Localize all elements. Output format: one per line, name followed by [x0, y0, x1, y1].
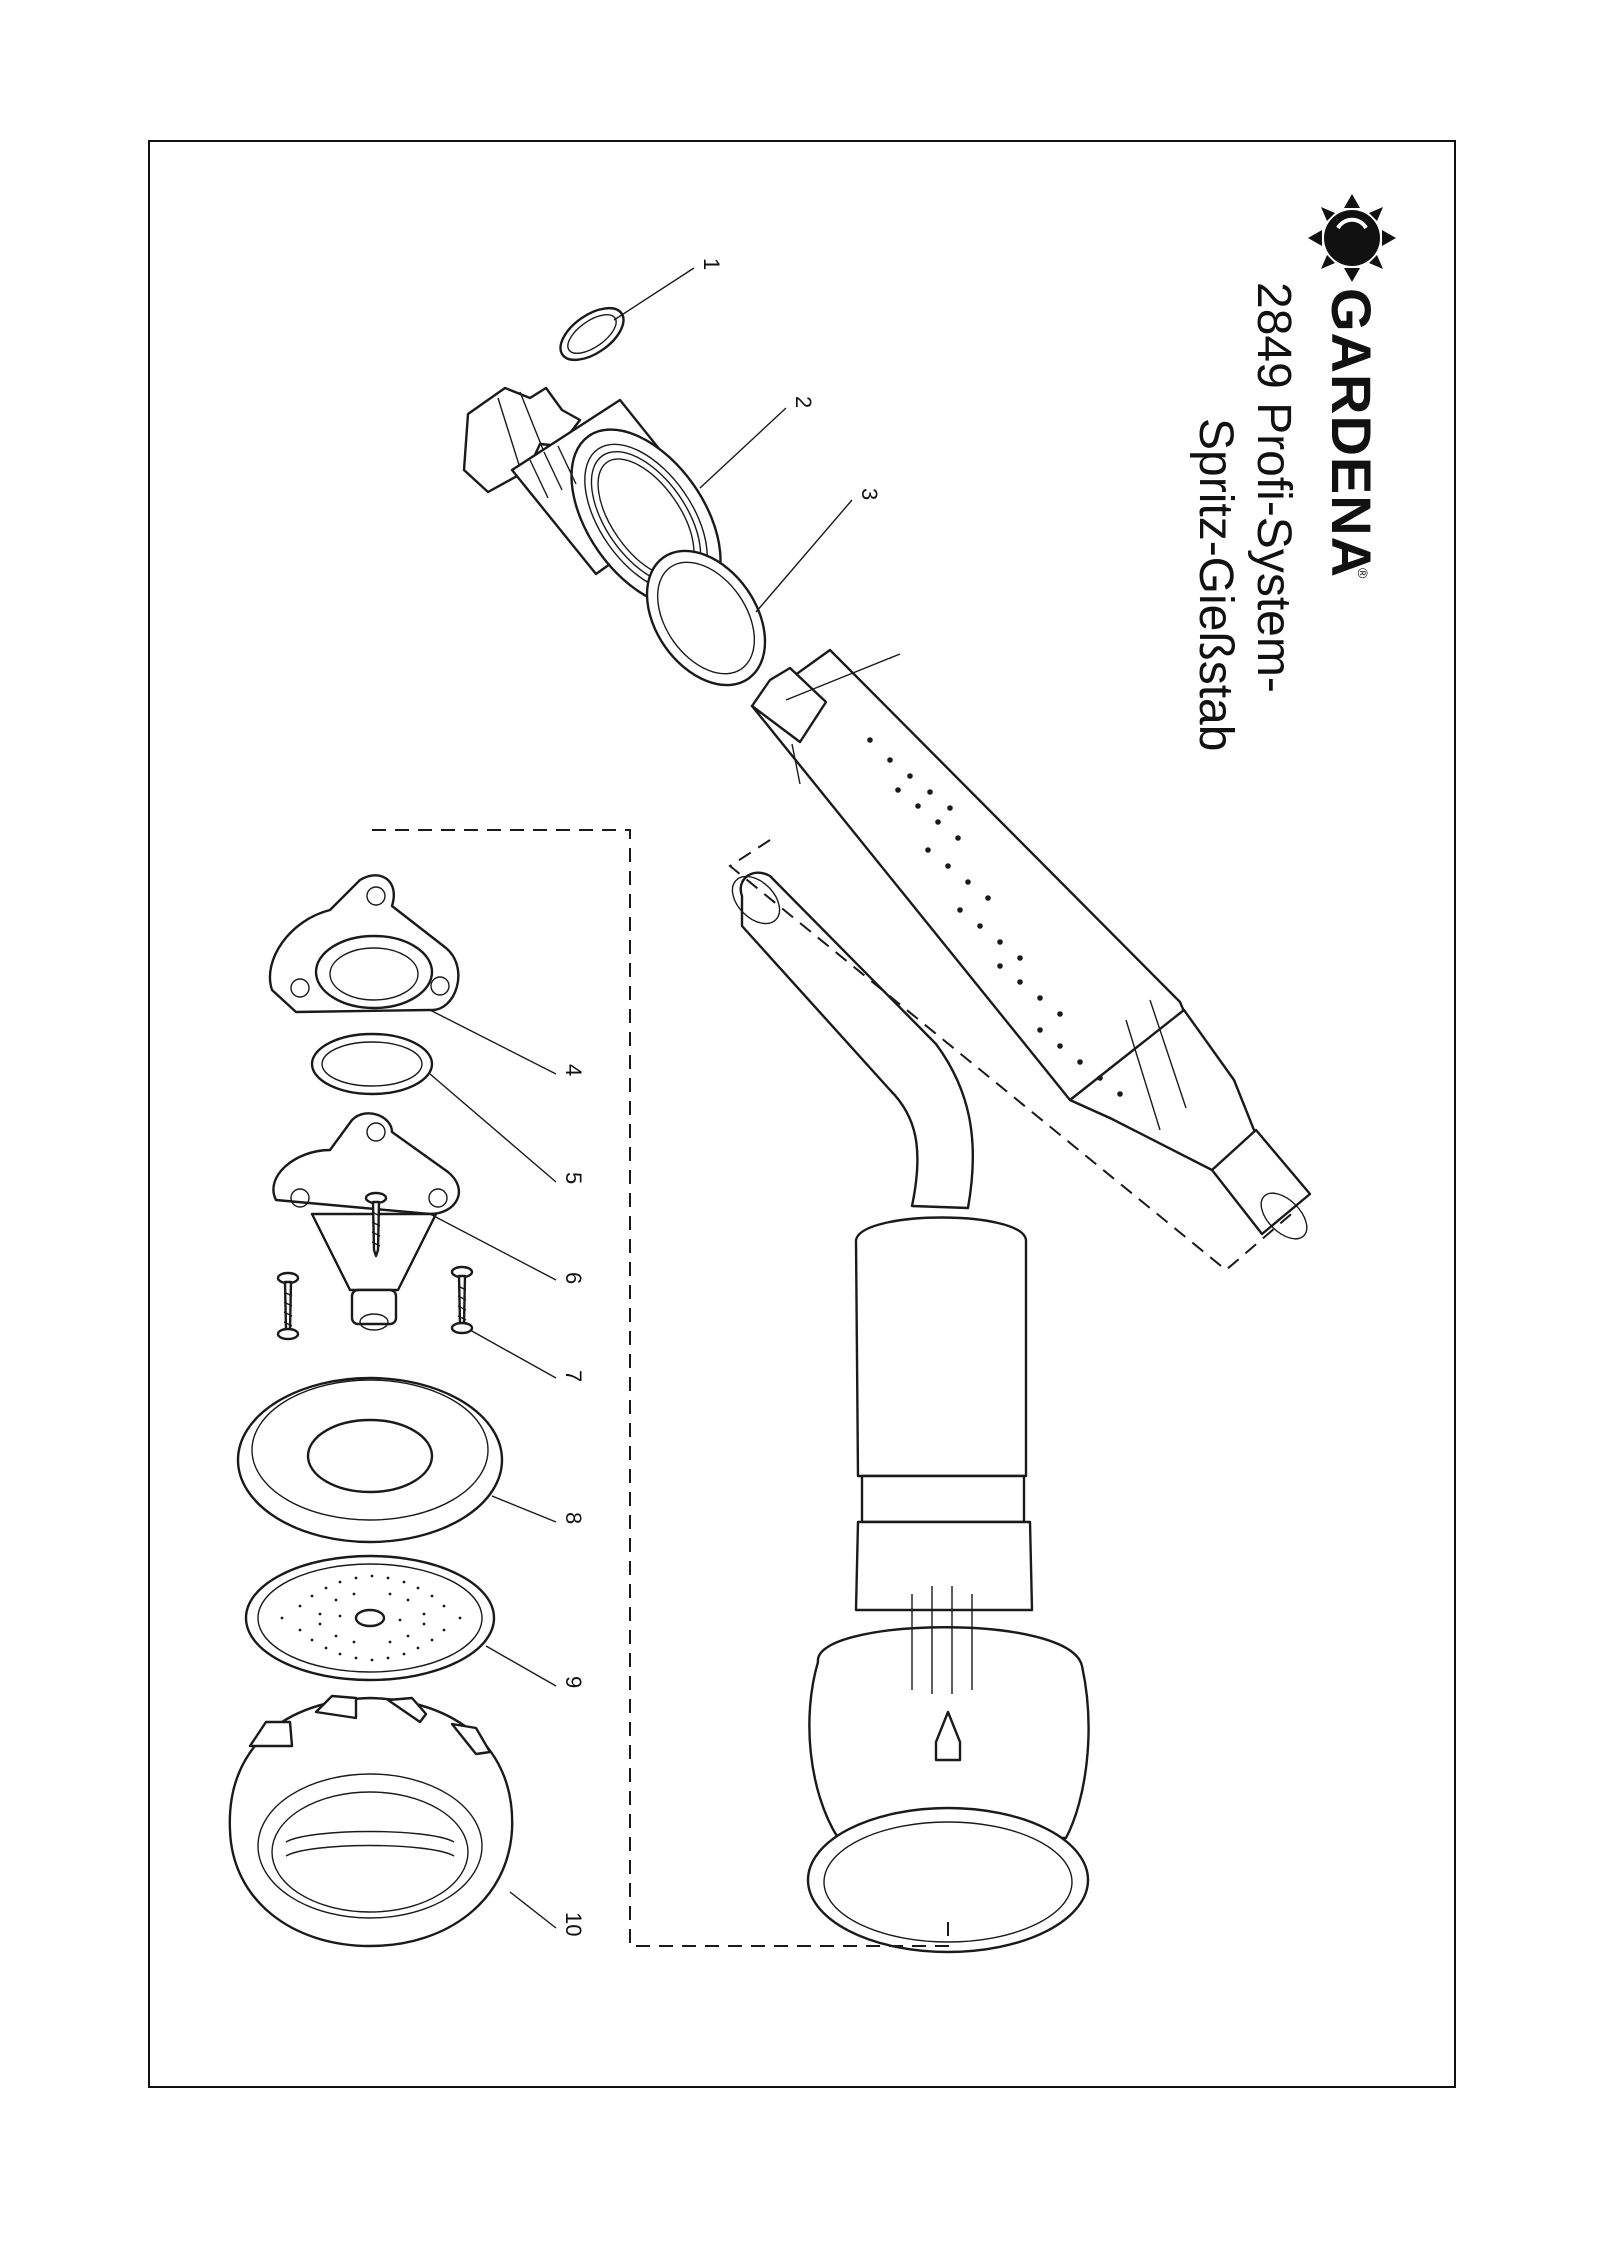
part-3-flat-washer: [645, 549, 767, 687]
callout-1: 1: [699, 258, 724, 270]
callout-2: 2: [791, 396, 816, 408]
shower-head-body: [806, 1216, 1090, 1954]
part-8-rubber-disc: [236, 1376, 504, 1544]
callout-numbers: 1 2 3 4 5 6 7 8 9 10: [561, 258, 882, 1936]
part-9-spray-plate: [244, 1554, 496, 1682]
spray-holes: [280, 1574, 462, 1662]
assembly-dashed-bracket-lower: [372, 829, 949, 1947]
part-6-nozzle-cone: [272, 1112, 460, 1331]
callout-10: 10: [561, 1912, 586, 1936]
part-4-flange: [268, 874, 460, 1014]
callout-leaders: [429, 267, 853, 1929]
brand-name: GARDENA: [1320, 288, 1383, 578]
grip-dots: [867, 737, 1123, 1097]
callout-7: 7: [561, 1370, 586, 1382]
part-1-o-ring: [559, 306, 625, 362]
callout-5: 5: [561, 1172, 586, 1184]
callout-8: 8: [561, 1512, 586, 1524]
gardena-sun-logo-icon: [1308, 194, 1396, 282]
assembly-dashed-bracket-upper: [728, 839, 1297, 1272]
part-7-screws: [276, 1191, 474, 1341]
part-10-castellated-nut: [228, 1694, 514, 1948]
drawing-frame: [148, 140, 1456, 2088]
product-title-line1: 2849 Profi-System-: [1247, 282, 1300, 693]
part-5-large-o-ring: [310, 1032, 434, 1096]
product-title-line2: Spritz-Gießstab: [1189, 418, 1242, 751]
callout-4: 4: [561, 1064, 586, 1076]
callout-6: 6: [561, 1272, 586, 1284]
callout-3: 3: [857, 488, 882, 500]
callout-9: 9: [561, 1676, 586, 1688]
registered-mark: ®: [1355, 568, 1371, 579]
handle-grip: [750, 648, 1272, 1200]
spray-rod-tube: [731, 871, 1312, 1240]
